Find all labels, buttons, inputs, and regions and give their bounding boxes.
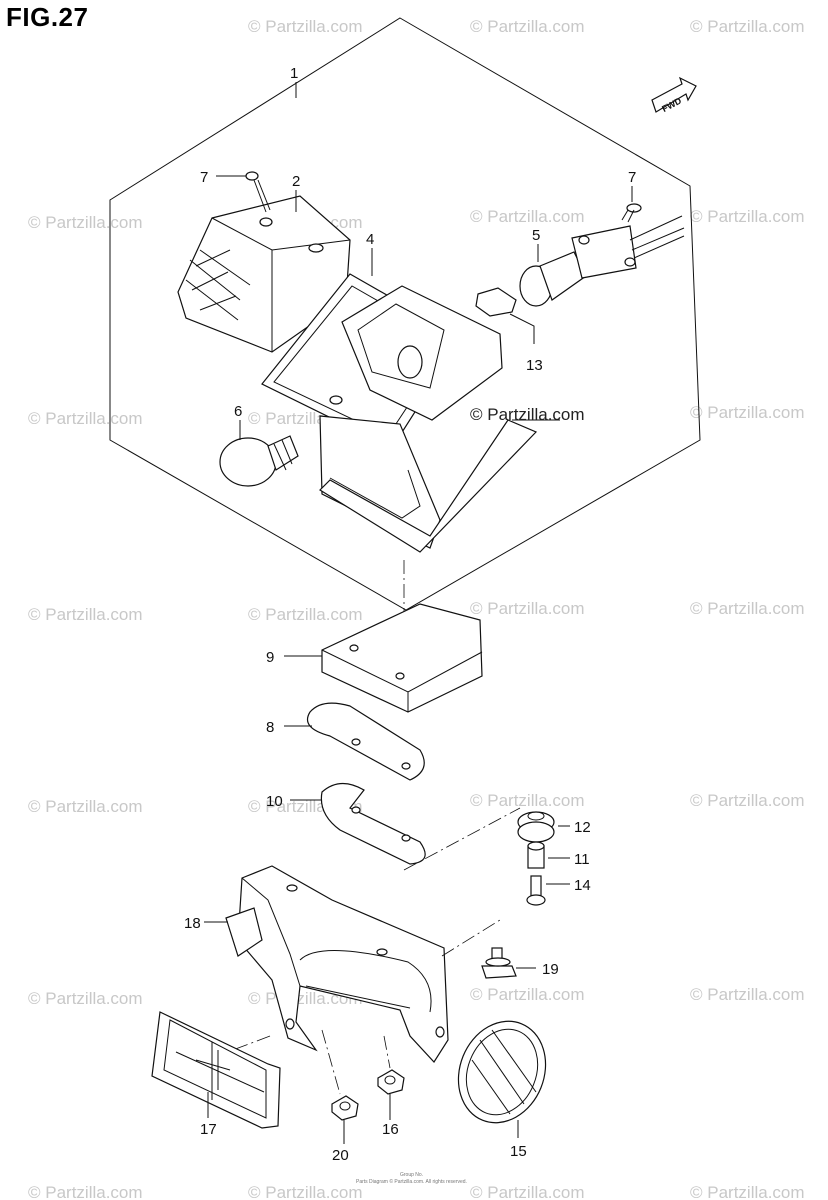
watermark: © Partzilla.com bbox=[690, 985, 805, 1004]
callout-7: 7 bbox=[200, 169, 208, 186]
callout-6: 6 bbox=[234, 403, 242, 420]
watermark: © Partzilla.com bbox=[690, 1183, 805, 1200]
watermark: © Partzilla.com bbox=[690, 17, 805, 36]
watermark: © Partzilla.com bbox=[470, 985, 585, 1004]
callout-18: 18 bbox=[184, 915, 201, 932]
callout-14: 14 bbox=[574, 877, 591, 894]
callout-2: 2 bbox=[292, 173, 300, 190]
lamp-housing bbox=[319, 285, 503, 549]
nut-icon bbox=[377, 1069, 405, 1095]
callout-17: 17 bbox=[200, 1121, 217, 1138]
plate-hole bbox=[351, 738, 361, 746]
watermark: © Partzilla.com bbox=[28, 1183, 143, 1200]
watermark: © Partzilla.com bbox=[28, 989, 143, 1008]
plate-hole bbox=[401, 834, 411, 842]
watermark: © Partzilla.com bbox=[470, 599, 585, 618]
screw-icon bbox=[245, 171, 271, 213]
watermark: © Partzilla.com bbox=[690, 599, 805, 618]
connector bbox=[475, 287, 517, 317]
callout-10: 10 bbox=[266, 793, 283, 810]
callouts: 1 2 4 5 6 7 7 8 9 10 11 12 13 14 15 16 1… bbox=[184, 65, 636, 1164]
assembly-centerline bbox=[403, 807, 521, 871]
watermark: © Partzilla.com bbox=[690, 791, 805, 810]
callout-8: 8 bbox=[266, 719, 274, 736]
lens-cover bbox=[177, 195, 351, 353]
mounting-plate bbox=[306, 702, 425, 781]
callout-9: 9 bbox=[266, 649, 274, 666]
nut-icon bbox=[331, 1095, 359, 1121]
bulb-icon bbox=[219, 435, 299, 487]
leader-lines bbox=[204, 82, 633, 1144]
socket-harness bbox=[519, 215, 685, 307]
callout-12: 12 bbox=[574, 819, 591, 836]
assembly-centerline bbox=[441, 919, 501, 957]
callout-19: 19 bbox=[542, 961, 559, 978]
callout-20: 20 bbox=[332, 1147, 349, 1164]
collar-icon bbox=[527, 841, 545, 869]
footer-line-1: Group No. bbox=[400, 1172, 423, 1178]
spacer-plate bbox=[320, 782, 426, 865]
flange-bolt-icon bbox=[481, 947, 517, 979]
plate-hole bbox=[401, 762, 411, 770]
watermark: © Partzilla.com bbox=[470, 207, 585, 226]
watermark: © Partzilla.com bbox=[248, 17, 363, 36]
watermark: © Partzilla.com bbox=[28, 605, 143, 624]
housing-rim bbox=[319, 419, 538, 553]
watermark: © Partzilla.com bbox=[248, 1183, 363, 1200]
gasket-plate bbox=[321, 603, 483, 713]
watermark: © Partzilla.com bbox=[248, 605, 363, 624]
watermark: © Partzilla.com bbox=[470, 1183, 585, 1200]
watermark: © Partzilla.com bbox=[28, 409, 143, 428]
watermark: © Partzilla.com bbox=[470, 791, 585, 810]
callout-13: 13 bbox=[526, 357, 543, 374]
callout-15: 15 bbox=[510, 1143, 527, 1160]
grommet-icon bbox=[517, 811, 555, 843]
callout-1: 1 bbox=[290, 65, 298, 82]
license-bracket bbox=[225, 865, 449, 1063]
rear-reflector bbox=[457, 1020, 547, 1124]
plate-hole bbox=[351, 806, 361, 814]
callout-7: 7 bbox=[628, 169, 636, 186]
watermark: © Partzilla.com bbox=[690, 403, 805, 422]
callout-4: 4 bbox=[366, 231, 374, 248]
bolt-icon bbox=[526, 875, 546, 906]
footer-line-2: Parts Diagram © Partzilla.com. All right… bbox=[356, 1178, 467, 1185]
assembly-centerline bbox=[383, 1035, 391, 1069]
copyright-overlay: © Partzilla.com bbox=[470, 405, 585, 424]
figure-title: FIG.27 bbox=[6, 2, 89, 32]
watermark: © Partzilla.com bbox=[690, 207, 805, 226]
watermark: © Partzilla.com bbox=[470, 17, 585, 36]
side-reflector bbox=[151, 1011, 281, 1129]
screw-icon bbox=[621, 203, 642, 223]
watermark: © Partzilla.com bbox=[28, 213, 143, 232]
callout-16: 16 bbox=[382, 1121, 399, 1138]
callout-11: 11 bbox=[574, 851, 590, 868]
watermark: © Partzilla.com bbox=[28, 797, 143, 816]
assembly-centerline bbox=[321, 1029, 341, 1095]
callout-5: 5 bbox=[532, 227, 540, 244]
fwd-arrow-icon: FWD bbox=[651, 76, 697, 114]
